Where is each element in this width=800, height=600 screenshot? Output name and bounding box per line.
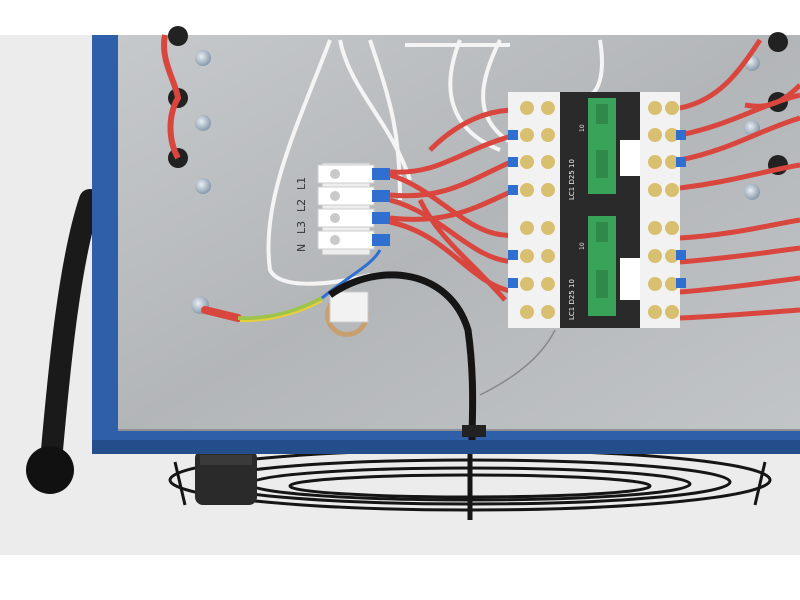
marking-l2: L2 bbox=[295, 199, 308, 212]
contactor-bottom: LC1 D25 10 10 bbox=[508, 210, 686, 328]
marking-l3: L3 bbox=[295, 221, 308, 234]
contactor-top: LC1 D25 10 10 bbox=[508, 92, 686, 210]
contactor-top-label: LC1 D25 10 bbox=[568, 159, 576, 200]
marking-n: N bbox=[295, 244, 308, 252]
terminal-markings: N L3 L2 L1 bbox=[295, 177, 308, 252]
fan-guard bbox=[168, 448, 772, 520]
marking-l1: L1 bbox=[295, 177, 308, 190]
cable-clip bbox=[462, 425, 486, 437]
contactor-bottom-label: LC1 D25 10 bbox=[568, 279, 576, 320]
contactor-top-number: 10 bbox=[579, 124, 586, 132]
white-wires bbox=[266, 39, 604, 286]
panel-screws bbox=[195, 50, 760, 200]
metal-panel bbox=[118, 35, 800, 430]
black-cable bbox=[327, 271, 477, 441]
ground-connection bbox=[191, 249, 382, 323]
right-red-wires bbox=[679, 38, 800, 321]
cable-connector bbox=[325, 291, 369, 337]
handle bbox=[26, 189, 101, 494]
red-wires bbox=[389, 107, 517, 302]
terminal-block bbox=[317, 162, 390, 256]
left-bushings bbox=[161, 26, 188, 168]
contactor-bottom-number: 10 bbox=[579, 242, 586, 250]
thin-wire bbox=[479, 329, 556, 396]
